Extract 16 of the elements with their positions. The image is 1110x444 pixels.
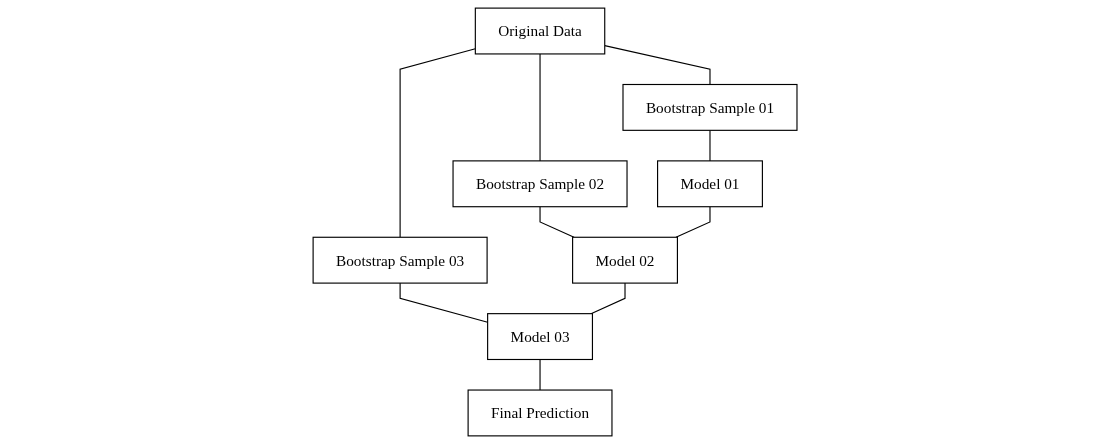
node-box: Model 02 <box>572 236 678 284</box>
connector <box>604 45 711 86</box>
node-box: Original Data <box>474 7 606 55</box>
connector <box>709 129 711 162</box>
node-box: Bootstrap Sample 01 <box>622 83 798 131</box>
connector <box>539 53 541 162</box>
connector <box>590 282 626 315</box>
node-box: Model 01 <box>656 160 763 208</box>
connector <box>399 48 476 238</box>
connector <box>539 206 575 238</box>
node-box: Bootstrap Sample 02 <box>452 160 628 208</box>
node-box: Model 03 <box>487 313 593 361</box>
node-box: Bootstrap Sample 03 <box>312 236 488 284</box>
connector <box>539 358 541 391</box>
connector <box>675 206 711 238</box>
node-box: Final Prediction <box>467 389 613 437</box>
